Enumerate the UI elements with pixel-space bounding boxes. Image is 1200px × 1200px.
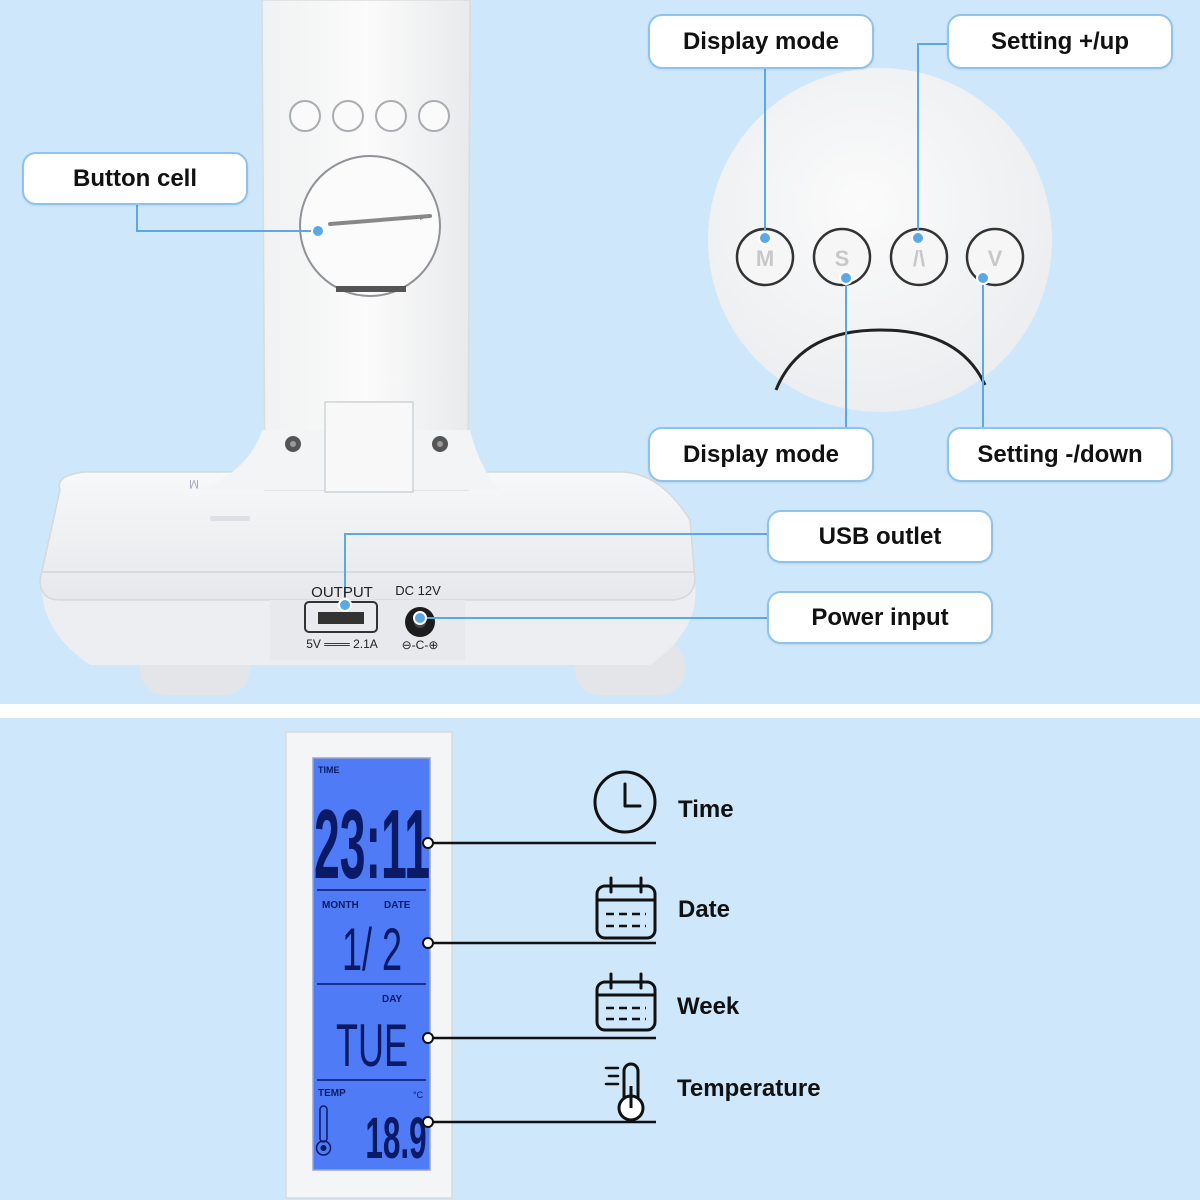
feature-label-temperature: Temperature	[677, 1075, 821, 1102]
arm-buttons	[289, 100, 450, 132]
callout-usb-outlet: USB outlet	[767, 510, 993, 563]
svg-text:S: S	[835, 246, 850, 271]
arm-hinge	[324, 401, 414, 493]
lcd-time-value: 23:11	[314, 790, 430, 900]
lcd-day-value: TUE	[336, 1013, 408, 1080]
lcd-date-caption: DATE	[384, 900, 411, 911]
clock-icon	[593, 770, 657, 834]
battery-cover	[299, 155, 441, 297]
lcd-thermometer-icon	[315, 1105, 332, 1156]
svg-text:/\: /\	[913, 246, 925, 271]
zoom-button-up: /\	[889, 227, 949, 287]
lcd-illustration: TIME 23:11 MONTH DATE 1/ 2 DAY TUE TEMP …	[285, 731, 657, 1199]
lcd-month-caption: MONTH	[322, 900, 359, 911]
feature-label-week: Week	[677, 993, 740, 1020]
lcd-temp-caption: TEMP	[318, 1088, 346, 1099]
lamp-illustration: M M	[39, 0, 1052, 695]
lcd-screen	[312, 757, 431, 1171]
calendar-icon	[595, 876, 657, 940]
callout-button-cell: Button cell	[22, 152, 248, 205]
feature-label-time: Time	[678, 796, 734, 823]
callout-setting-up: Setting +/up	[947, 14, 1173, 69]
lcd-time-caption: TIME	[318, 765, 340, 775]
svg-text:M: M	[756, 246, 774, 271]
lamp-base-top	[39, 471, 696, 601]
lcd-leader-lines	[422, 837, 656, 1128]
lcd-date-value: 1/ 2	[342, 917, 402, 984]
button-zoom-view	[708, 68, 1052, 412]
lcd-temp-unit: °C	[413, 1090, 424, 1100]
lcd-temp-value: 18.9	[365, 1104, 426, 1170]
callout-power-input: Power input	[767, 591, 993, 644]
thermometer-icon	[604, 1062, 645, 1122]
callout-display-mode-m: Display mode	[648, 14, 874, 69]
svg-text:M: M	[189, 477, 199, 491]
zoom-button-s: S	[812, 227, 872, 287]
lcd-day-caption: DAY	[382, 994, 403, 1005]
callout-display-mode-s: Display mode	[648, 427, 874, 482]
dc-polarity: ⊖-C-⊕	[402, 638, 439, 652]
calendar-icon	[595, 972, 657, 1032]
zoom-button-down: V	[965, 227, 1025, 287]
leader-lines	[136, 43, 984, 619]
svg-text:V: V	[988, 246, 1003, 271]
callout-setting-down: Setting -/down	[947, 427, 1173, 482]
dc-label: DC 12V	[395, 583, 441, 598]
zoom-button-m: M	[735, 227, 795, 287]
usb-rating: 5V ═══ 2.1A	[306, 637, 378, 651]
panel-divider	[0, 704, 1200, 718]
feature-label-date: Date	[678, 896, 731, 923]
usb-output-label: OUTPUT	[311, 584, 373, 601]
